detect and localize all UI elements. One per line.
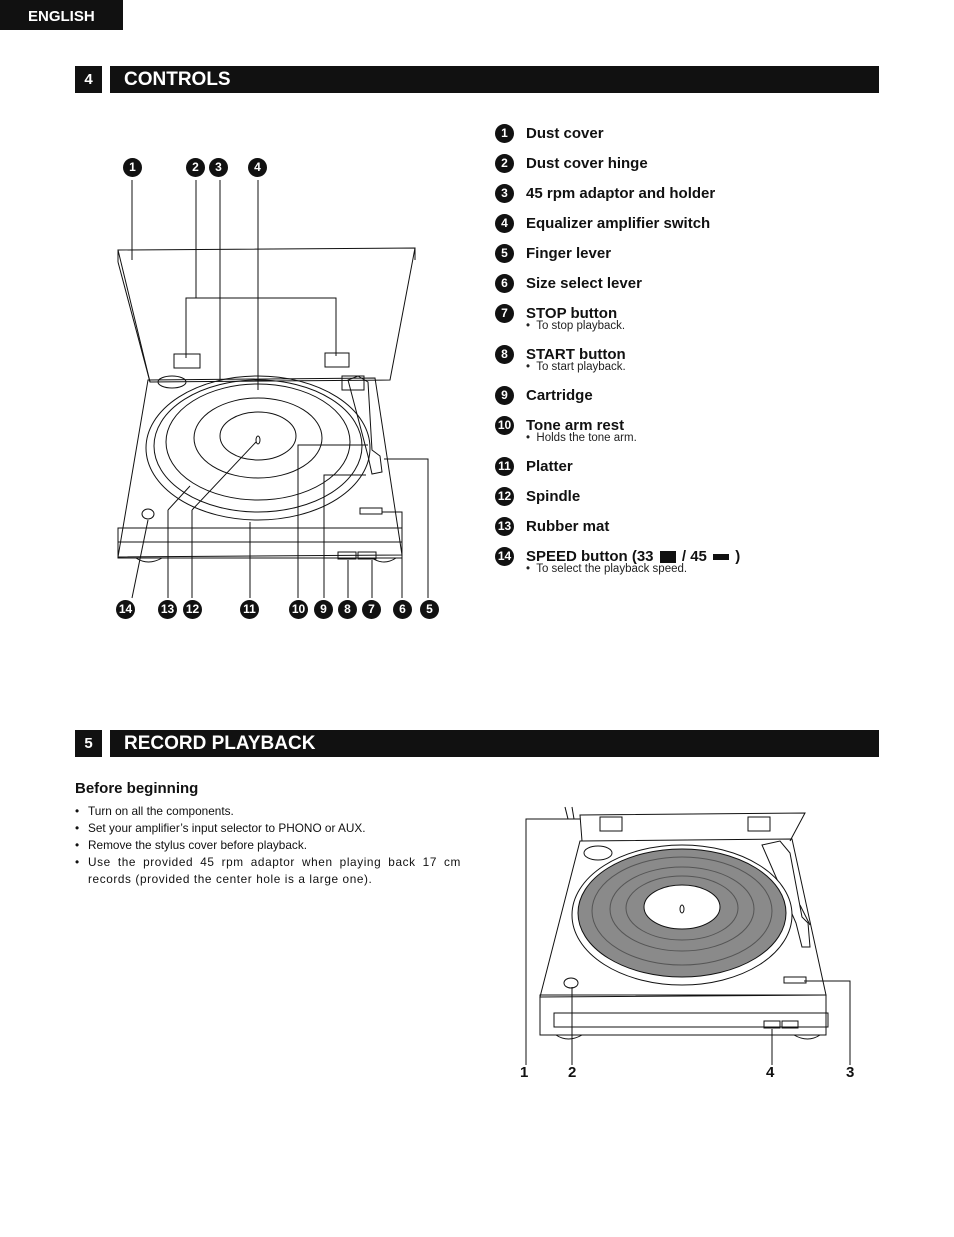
- item-note-text: To stop playback.: [536, 320, 626, 332]
- item-number: 14: [495, 546, 514, 566]
- callout-10: 10: [289, 600, 308, 619]
- item-number: 5: [495, 243, 514, 263]
- parts-list: 1 Dust cover 2 Dust cover hinge 3 45 rpm ad…: [495, 118, 875, 582]
- list-item: 13 Rubber mat: [495, 511, 875, 541]
- list-item: 14 SPEED button (33 / 45 ) • To select t…: [495, 541, 875, 575]
- item-label: Spindle: [526, 487, 581, 505]
- item-number: 6: [495, 273, 514, 293]
- list-item: 7 STOP button • To stop playback.: [495, 298, 875, 332]
- list-item: 8 START button • To start playback.: [495, 339, 875, 373]
- callout-13: 13: [158, 600, 177, 619]
- item-label: SPEED button (33 / 45 ): [526, 548, 740, 565]
- item-number: 13: [495, 516, 514, 536]
- callout-6: 6: [393, 600, 412, 619]
- callout-1: 1: [123, 158, 142, 177]
- figure-label-4: 4: [766, 1064, 775, 1081]
- callout-12: 12: [183, 600, 202, 619]
- list-item: 11 Platter: [495, 451, 875, 481]
- dust-cover-shape: [117, 247, 416, 383]
- list-item: Use the provided 45 rpm adaptor when pla…: [75, 854, 461, 888]
- speed-45-icon: [713, 553, 730, 560]
- item-number: 2: [495, 153, 514, 173]
- item-label: STOP button: [526, 304, 618, 322]
- section-title: RECORD PLAYBACK: [110, 730, 879, 757]
- callout-2: 2: [186, 158, 205, 177]
- item-note-text: Holds the tone arm.: [536, 432, 637, 444]
- item-number: 7: [495, 303, 514, 323]
- figure-label-1: 1: [520, 1064, 529, 1081]
- list-item: 5 Finger lever: [495, 238, 875, 268]
- list-item: Set your amplifier’s input selector to P…: [75, 820, 461, 837]
- item-note-text: To start playback.: [536, 361, 626, 373]
- section-header-controls: 4 CONTROLS: [75, 66, 879, 93]
- callout-7: 7: [362, 600, 381, 619]
- item-note: • To start playback.: [526, 361, 626, 373]
- steps-list: Turn on all the components. Set your amp…: [75, 803, 461, 888]
- hinge-left-shape: [173, 353, 201, 369]
- item-note: • To stop playback.: [526, 320, 626, 332]
- speed-label-prefix: SPEED button (33: [526, 547, 654, 565]
- callout-14: 14: [116, 600, 135, 619]
- playback-illustration: [525, 806, 851, 1065]
- list-item: 10 Tone arm rest • Holds the tone arm.: [495, 410, 875, 444]
- item-label: Platter: [526, 457, 573, 475]
- item-number: 4: [495, 213, 514, 233]
- item-note-text: To select the playback speed.: [536, 563, 688, 575]
- item-label: Rubber mat: [526, 517, 610, 535]
- section-title: CONTROLS: [110, 66, 879, 93]
- list-item: Remove the stylus cover before playback.: [75, 837, 461, 854]
- item-number: 11: [495, 456, 514, 476]
- list-item: 9 Cartridge: [495, 380, 875, 410]
- item-label: Dust cover hinge: [526, 154, 648, 172]
- item-label: 45 rpm adaptor and holder: [526, 184, 716, 202]
- list-item: 12 Spindle: [495, 481, 875, 511]
- callout-4: 4: [248, 158, 267, 177]
- figure-label-3: 3: [846, 1064, 855, 1081]
- spindle-shape: [255, 435, 261, 445]
- item-number: 3: [495, 183, 514, 203]
- item-label: Cartridge: [526, 386, 593, 404]
- list-item: Turn on all the components.: [75, 803, 461, 820]
- item-label: Equalizer amplifier switch: [526, 214, 711, 232]
- item-number: 1: [495, 123, 514, 143]
- section-number: 4: [75, 66, 102, 93]
- callout-9: 9: [314, 600, 333, 619]
- list-item: 4 Equalizer amplifier switch: [495, 208, 875, 238]
- callout-5: 5: [420, 600, 439, 619]
- section-number: 5: [75, 730, 102, 757]
- speed-label-mid: / 45: [681, 547, 707, 565]
- section-header-record-playback: 5 RECORD PLAYBACK: [75, 730, 879, 757]
- list-item: 6 Size select lever: [495, 268, 875, 298]
- list-item: 3 45 rpm adaptor and holder: [495, 178, 875, 208]
- item-number: 9: [495, 385, 514, 405]
- figure-label-2: 2: [568, 1064, 577, 1081]
- item-label: Dust cover: [526, 124, 604, 142]
- turntable-diagram: [117, 180, 429, 599]
- subheading-before-beginning: Before beginning: [75, 780, 199, 797]
- language-tab: ENGLISH: [0, 0, 123, 30]
- list-item: 2 Dust cover hinge: [495, 148, 875, 178]
- item-note: • Holds the tone arm.: [526, 432, 637, 444]
- speed-label-suffix: ): [735, 547, 741, 565]
- tone-arm-shape: [347, 375, 383, 475]
- callout-3: 3: [209, 158, 228, 177]
- item-label: Tone arm rest: [526, 416, 625, 434]
- item-number: 8: [495, 344, 514, 364]
- item-note: • To select the playback speed.: [526, 563, 688, 575]
- hinge-right-shape: [324, 352, 350, 368]
- callout-8: 8: [338, 600, 357, 619]
- item-label: Size select lever: [526, 274, 642, 292]
- item-number: 10: [495, 415, 514, 435]
- item-label: Finger lever: [526, 244, 612, 262]
- item-label: START button: [526, 345, 626, 363]
- callout-11: 11: [240, 600, 259, 619]
- item-number: 12: [495, 486, 514, 506]
- list-item: 1 Dust cover: [495, 118, 875, 148]
- speed-33-icon: [659, 550, 676, 563]
